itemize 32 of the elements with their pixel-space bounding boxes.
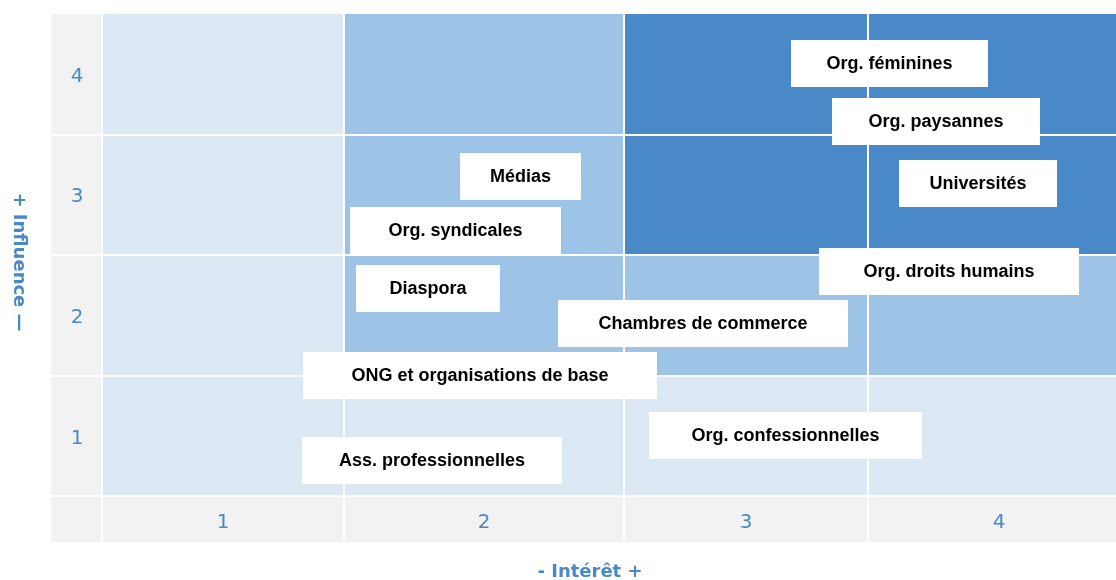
axis-tick-label: 1 <box>70 425 84 449</box>
stakeholder-name: Ass. professionnelles <box>338 450 526 471</box>
stakeholder-box <box>302 437 562 484</box>
stakeholder-box <box>558 300 848 347</box>
stakeholder-name: Universités <box>929 173 1027 194</box>
stakeholder-box <box>350 207 561 254</box>
axis-tick-label: 3 <box>739 509 753 533</box>
axis-title: - Intérêt + <box>537 559 643 580</box>
stakeholder-name: Org. confessionnelles <box>691 425 880 446</box>
axis-tick-label: 2 <box>70 304 84 328</box>
axis-tick-label: 4 <box>992 509 1006 533</box>
stakeholder-name: Chambres de commerce <box>598 313 808 334</box>
stakeholder-name: ONG et organisations de base <box>351 365 609 386</box>
stakeholder-box <box>791 40 988 87</box>
stakeholder-box <box>649 412 922 459</box>
axis-tick-label: 2 <box>477 509 491 533</box>
axis-title: + Influence — <box>9 192 31 332</box>
stakeholder-name: Org. droits humains <box>863 261 1035 282</box>
stakeholder-box <box>832 98 1040 145</box>
stakeholder-box <box>819 248 1079 295</box>
stakeholder-box <box>356 265 500 312</box>
stakeholder-name: Org. féminines <box>826 53 953 74</box>
axis-tick-label: 3 <box>70 183 84 207</box>
axis-tick-label: 4 <box>70 63 84 87</box>
stakeholder-name: Diaspora <box>389 278 467 299</box>
stakeholder-name: Médias <box>490 166 551 187</box>
stakeholder-name: Org. syndicales <box>388 220 523 241</box>
stakeholder-box <box>899 160 1057 207</box>
stakeholder-box <box>303 352 657 399</box>
stakeholder-name: Org. paysannes <box>868 111 1004 132</box>
stakeholder-box <box>460 153 581 200</box>
axis-tick-label: 1 <box>216 509 230 533</box>
